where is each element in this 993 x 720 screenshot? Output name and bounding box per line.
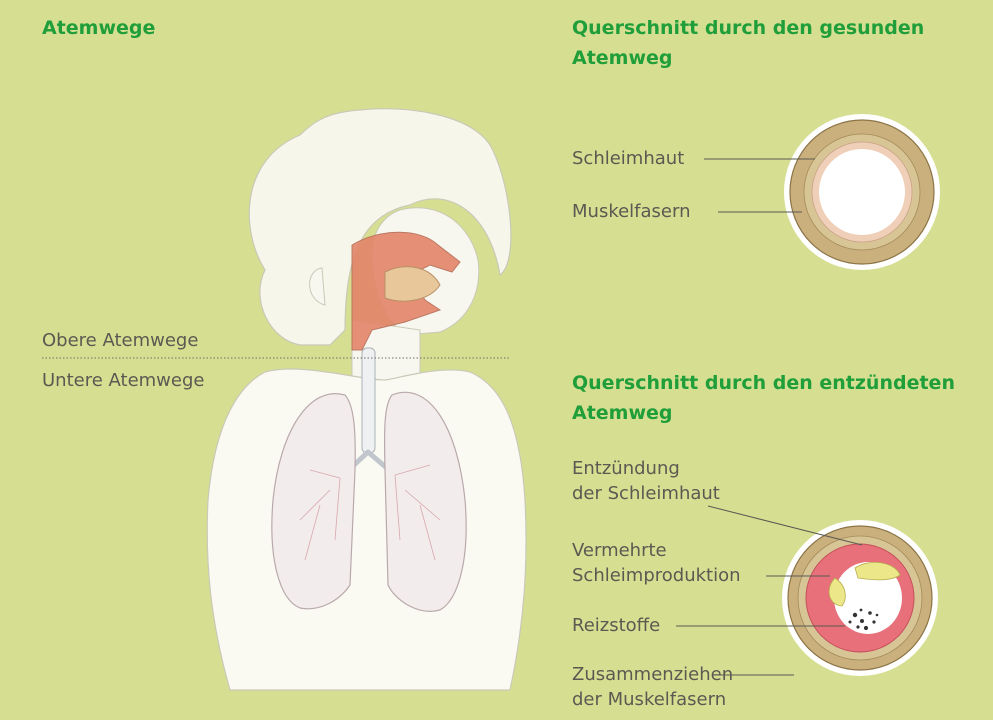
label-muskelfasern-inflamed-line1: Zusammenziehen	[572, 662, 733, 688]
healthy-title-line1: Querschnitt durch den gesunden	[572, 14, 924, 42]
label-schleimproduktion-line2: Schleimproduktion	[572, 563, 741, 589]
inflamed-cross-section	[782, 520, 938, 676]
label-schleimhaut: Schleimhaut	[572, 146, 684, 172]
label-muskelfasern-inflamed-line2: der Muskelfasern	[572, 687, 726, 713]
lower-airways-label: Untere Atemwege	[42, 368, 204, 394]
label-reizstoffe: Reizstoffe	[572, 613, 660, 639]
label-entzuendung-line1: Entzündung	[572, 456, 680, 482]
healthy-title-line2: Atemweg	[572, 44, 673, 72]
child-illustration	[207, 109, 526, 690]
healthy-cross-section	[784, 114, 940, 270]
trachea	[362, 348, 375, 453]
inflamed-title-line1: Querschnitt durch den entzündeten	[572, 369, 955, 397]
inflamed-title-line2: Atemweg	[572, 399, 673, 427]
healthy-lumen	[819, 149, 905, 235]
label-schleimproduktion-line1: Vermehrte	[572, 538, 667, 564]
label-muskelfasern: Muskelfasern	[572, 199, 691, 225]
upper-airways-label: Obere Atemwege	[42, 328, 198, 354]
atemwege-title: Atemwege	[42, 14, 155, 42]
label-entzuendung-line2: der Schleimhaut	[572, 481, 720, 507]
